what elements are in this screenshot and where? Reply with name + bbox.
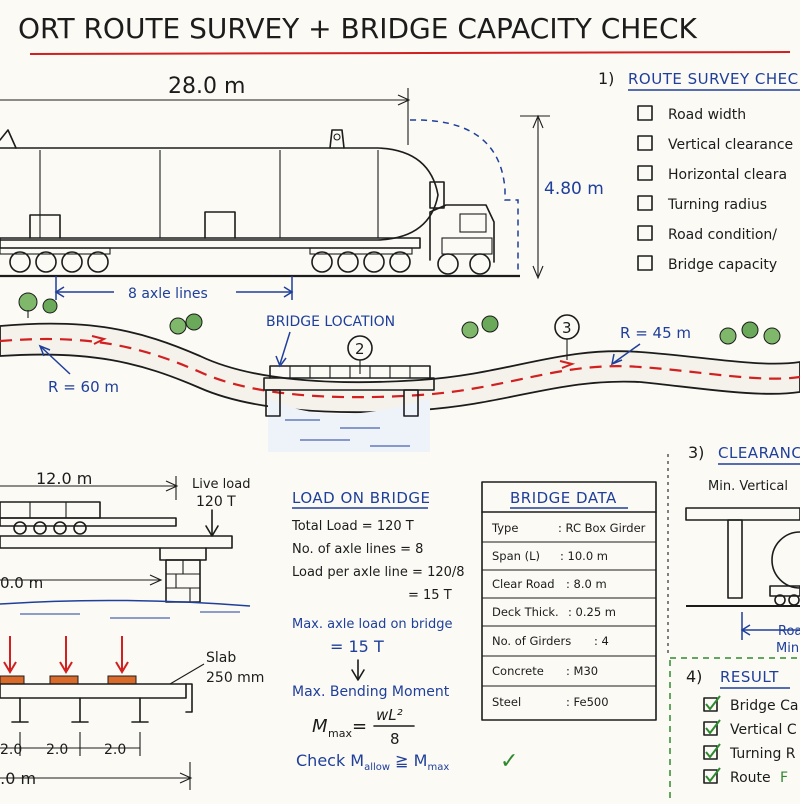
span-dimension-label: 12.0 m [36,469,92,488]
checkbox-turning-radius[interactable] [637,195,653,211]
clearance-number: 3) [688,443,704,462]
checkbox-road-condition[interactable] [637,225,653,241]
girder-spacing-3: 2.0 [104,742,126,758]
result-panel: 4) RESULT Bridge Ca Vertical C Turning R… [669,657,800,804]
bridge-deck [263,377,435,391]
route-status: F [780,770,788,786]
result-item: Vertical C [730,722,797,738]
table-cell: Steel [492,695,521,709]
check-icon [705,767,721,783]
min-width-label: Min [776,641,799,656]
load-line: = 15 T [408,588,452,603]
load-line: Load per axle line = 120/8 [292,565,465,580]
girder-spacing-1: 2.0 [0,742,22,758]
table-cell: : Fe500 [566,695,609,709]
checkbox-horizontal-clearance[interactable] [637,165,653,181]
bending-moment-label: Max. Bending Moment [292,684,450,700]
live-load-label: Live load [192,477,250,492]
check-icon [705,695,721,711]
result-heading: RESULT [720,668,779,686]
formula-denominator: 8 [390,730,400,748]
result-item: Turning R [729,746,796,762]
load-heading: LOAD ON BRIDGE [292,489,431,507]
route-marker-3: 3 [562,319,572,337]
route-marker-2: 2 [355,340,365,358]
road-width-label: Roa [778,624,800,639]
load-line: No. of axle lines = 8 [292,542,423,557]
result-item: Bridge Ca [730,698,798,714]
checklist-item: Horizontal cleara [668,167,787,183]
truck-vessel-drawing: 28.0 m [0,74,604,302]
bridge-data-heading: BRIDGE DATA [510,489,617,507]
min-vertical-label: Min. Vertical [708,479,788,494]
load-line: Max. axle load on bridge [292,617,453,632]
result-checkbox[interactable] [703,745,718,760]
bridge-elevation-drawing: 12.0 m Live load 120 T 0.0 m [0,469,250,619]
length-dimension-label: 28.0 m [168,74,245,99]
bridge-cross-section: Slab 250 mm 2.0 2.0 2.0 8.0 m [0,636,264,790]
table-cell: Span (L) [492,549,540,563]
slab-thickness-value: 250 mm [206,670,264,686]
axle-lines-label: 8 axle lines [128,286,208,302]
check-statement: Check Mallow ≧ Mmax [296,751,449,773]
checkbox-bridge-capacity[interactable] [637,255,653,271]
title-underline [29,51,791,55]
check-icon [705,719,721,735]
table-cell: No. of Girders [492,634,571,648]
page-title: ORT ROUTE SURVEY + BRIDGE CAPACITY CHECK [18,12,698,45]
checklist-item: Road condition/ [668,227,777,243]
result-number: 4) [686,667,702,686]
tree-icon [18,292,781,345]
result-checkbox[interactable] [703,721,718,736]
live-load-value: 120 T [196,494,236,510]
checklist-heading: ROUTE SURVEY CHECK [628,70,800,88]
lower-span-label: 0.0 m [0,574,43,592]
check-mark-icon: ✓ [500,749,518,774]
height-dimension-label: 4.80 m [544,179,604,199]
table-cell: Concrete [492,664,544,678]
checkbox-road-width[interactable] [637,105,653,121]
bridge-data-table: BRIDGE DATA Type : RC Box Girder Span (L… [481,481,657,721]
formula-lhs: M [312,716,328,737]
check-icon [705,743,721,759]
deck-width-label: 8.0 m [0,769,36,788]
table-cell: Deck Thick. [492,605,559,619]
checklist-number: 1) [598,69,614,88]
table-cell: : 10.0 m [560,549,608,563]
table-cell: : 4 [594,634,609,648]
clearance-heading: CLEARANC [718,444,800,462]
formula-numerator: wL² [376,706,403,724]
route-plan-drawing: BRIDGE LOCATION 2 3 R = 60 m R = 45 m [0,292,800,452]
girder-spacing-2: 2.0 [46,742,68,758]
checklist-item: Bridge capacity [668,257,777,273]
checkbox-vertical-clearance[interactable] [637,135,653,151]
table-cell: Type [491,521,518,535]
table-cell: : M30 [566,664,598,678]
load-on-bridge-panel: LOAD ON BRIDGE Total Load = 120 T No. of… [291,489,518,774]
svg-text:=: = [352,716,367,737]
turning-radius-2-label: R = 45 m [620,324,691,342]
table-cell: : 8.0 m [566,577,607,591]
slab-label: Slab [206,650,236,666]
clearance-panel: 3) CLEARANC Min. Vertical Roa Min [667,443,800,656]
result-checkbox[interactable] [703,697,718,712]
formula-lhs-subscript: max [328,727,352,740]
table-cell: : 0.25 m [568,605,616,619]
route-path [0,337,800,399]
load-line: Total Load = 120 T [291,519,414,534]
table-cell: Clear Road [492,577,555,591]
checklist-item: Turning radius [667,197,767,213]
result-checkbox[interactable] [703,769,718,784]
max-axle-value: = 15 T [330,637,384,656]
table-cell: : RC Box Girder [558,521,646,535]
route-survey-checklist: 1) ROUTE SURVEY CHECK Road width Vertica… [598,69,800,273]
turning-radius-1-label: R = 60 m [48,378,119,396]
checklist-item: Vertical clearance [668,137,793,153]
result-item: Route [730,770,771,786]
bridge-location-label: BRIDGE LOCATION [266,314,395,330]
checklist-item: Road width [668,107,746,123]
